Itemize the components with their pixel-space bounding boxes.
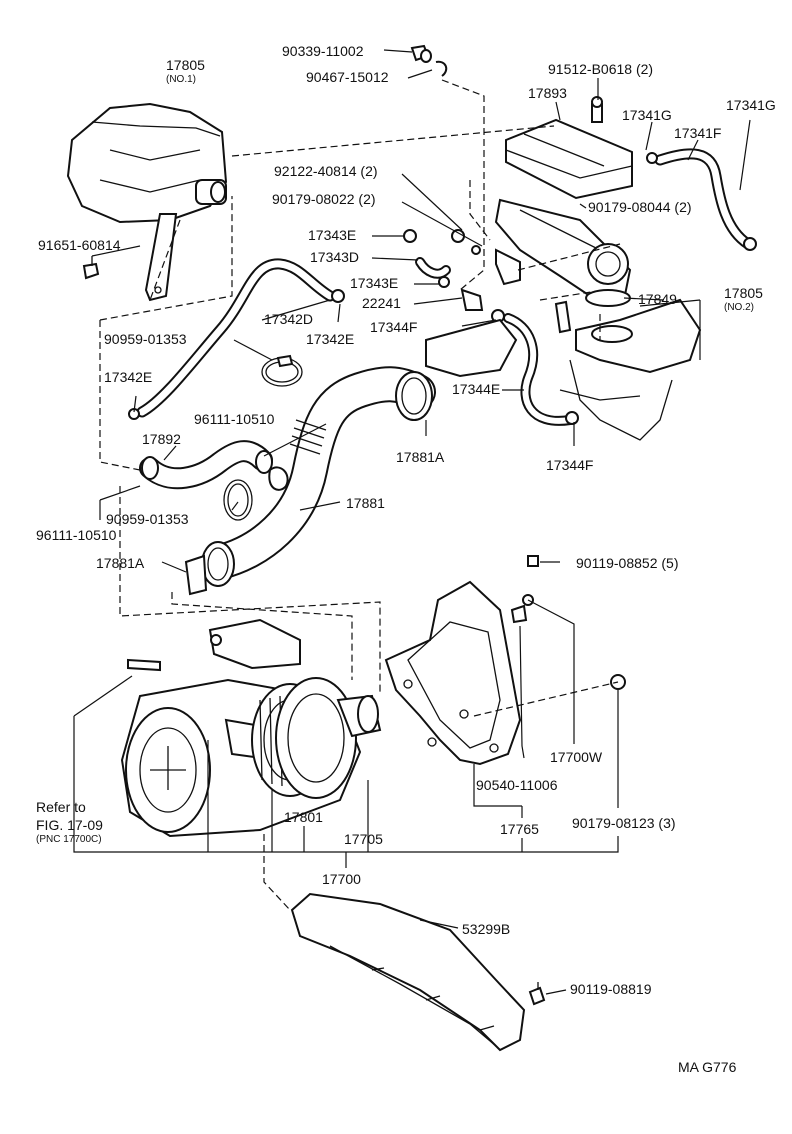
label-17705: 17705 (344, 831, 383, 847)
label-refer-2: FIG. 17-09 (36, 817, 103, 833)
duct-53299b-drawing (290, 892, 546, 1052)
label-90179-08123: 90179-08123 (3) (572, 815, 676, 831)
hose-17341f-drawing (646, 148, 757, 251)
hose-17881-drawing (184, 366, 436, 596)
label-17892: 17892 (142, 431, 181, 447)
label-91512: 91512-B0618 (2) (548, 61, 653, 77)
label-90959-b: 90959-01353 (106, 511, 189, 527)
label-no2: (NO.2) (724, 302, 754, 313)
label-17893: 17893 (528, 85, 567, 101)
hose-17343d-drawing (403, 229, 484, 311)
label-90179-08044: 90179-08044 (2) (588, 199, 692, 215)
engine-throttle-drawing (425, 198, 702, 441)
label-17343d: 17343D (310, 249, 359, 265)
resonator-no1-drawing (66, 102, 228, 302)
bolt-91651-drawing (82, 256, 100, 280)
label-17344f-a: 17344F (370, 319, 417, 335)
figure-code: MA G776 (678, 1059, 737, 1075)
label-17849: 17849 (638, 291, 677, 307)
label-17700w: 17700W (550, 749, 603, 765)
label-17344f-b: 17344F (546, 457, 593, 473)
label-22241: 22241 (362, 295, 401, 311)
leader-lines (73, 49, 751, 995)
label-17341g-b: 17341G (726, 97, 776, 113)
label-17700: 17700 (322, 871, 361, 887)
label-90119-08819: 90119-08819 (570, 981, 652, 997)
label-96111-b: 96111-10510 (36, 527, 117, 543)
label-92122: 92122-40814 (2) (274, 163, 378, 179)
grommets-drawing (510, 555, 626, 690)
label-17343e-b: 17343E (350, 275, 398, 291)
label-90179-08022: 90179-08022 (2) (272, 191, 376, 207)
air-cleaner-17700-drawing (120, 618, 382, 838)
label-90339: 90339-11002 (282, 43, 364, 59)
label-17805-no2: 17805 (724, 285, 763, 301)
label-17342d: 17342D (264, 311, 313, 327)
label-90467: 90467-15012 (306, 69, 389, 85)
label-17341f: 17341F (674, 125, 721, 141)
label-no1: (NO.1) (166, 74, 196, 85)
label-17765: 17765 (500, 821, 539, 837)
clamp-90959-upper-drawing (261, 354, 303, 387)
label-17342e-a: 17342E (306, 331, 354, 347)
label-96111-a: 96111-10510 (194, 411, 275, 427)
label-90959-a: 90959-01353 (104, 331, 187, 347)
dashed-connectors (99, 79, 621, 911)
label-17801: 17801 (284, 809, 323, 825)
label-17343e-a: 17343E (308, 227, 356, 243)
bracket-17700w-drawing (384, 580, 522, 766)
intake-duct-17893-drawing (505, 96, 633, 200)
label-17881a-b: 17881A (96, 555, 145, 571)
label-90540: 90540-11006 (476, 777, 558, 793)
label-90119-08852: 90119-08852 (5) (576, 555, 678, 571)
label-17344e: 17344E (452, 381, 500, 397)
label-17805-no1: 17805 (166, 57, 205, 73)
label-17342e-b: 17342E (104, 369, 152, 385)
label-17881: 17881 (346, 495, 385, 511)
label-91651: 91651-60814 (38, 237, 121, 253)
clamp-90959-lower-drawing (223, 479, 253, 521)
part-labels: 17805 (NO.1) 90339-11002 90467-15012 915… (36, 43, 776, 1075)
fitting-90339-drawing (410, 44, 448, 77)
label-17341g-a: 17341G (622, 107, 672, 123)
hose-17342d-drawing (128, 258, 345, 420)
hose-17344e-drawing (503, 313, 579, 426)
hose-17892-drawing (139, 440, 273, 490)
label-refer-1: Refer to (36, 799, 86, 815)
label-53299b: 53299B (462, 921, 510, 937)
label-refer-3: (PNC 17700C) (36, 834, 102, 845)
label-17881a-a: 17881A (396, 449, 445, 465)
